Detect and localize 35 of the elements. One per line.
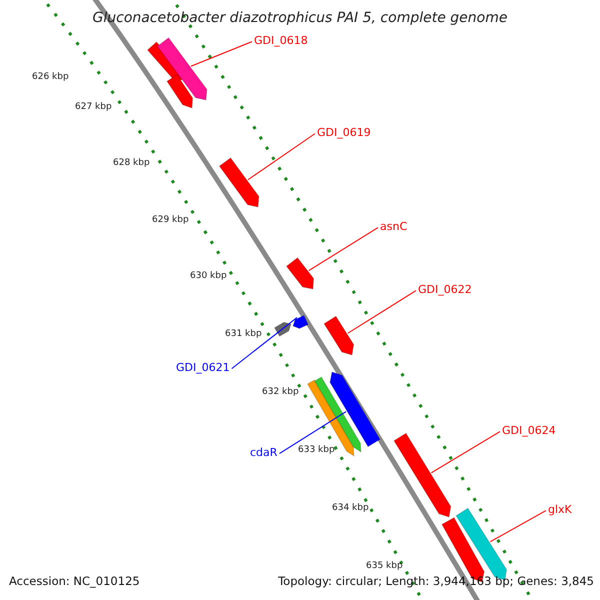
tick-label: 629 kbp <box>152 216 189 225</box>
tick-label: 633 kbp <box>298 446 335 455</box>
gene-label: glxK <box>548 504 572 515</box>
tick-label: 630 kbp <box>190 272 227 281</box>
gene-label: GDI_0621 <box>176 362 230 373</box>
leader-line <box>190 41 252 67</box>
leader-line <box>347 290 416 334</box>
leader-line <box>490 510 546 542</box>
tick-label: 635 kbp <box>366 562 403 571</box>
title: Gluconacetobacter diazotrophicus PAI 5, complete genome <box>92 11 508 25</box>
gene-block <box>292 314 309 330</box>
tick-label: 631 kbp <box>225 330 262 339</box>
gene-label: GDI_0618 <box>254 35 308 46</box>
gene-label: cdaR <box>250 447 278 458</box>
leader-line <box>308 227 378 272</box>
gene-block <box>393 432 452 518</box>
leader-line <box>430 431 500 474</box>
gene-block <box>218 157 260 208</box>
gene-block <box>323 316 354 356</box>
leader-line <box>247 133 316 180</box>
leader-line <box>278 411 347 454</box>
tick-label: 632 kbp <box>262 388 299 397</box>
gene-label: GDI_0619 <box>317 127 371 138</box>
tick-label: 634 kbp <box>332 504 369 513</box>
gene-label: GDI_0622 <box>418 284 472 295</box>
tick-label: 627 kbp <box>75 103 112 112</box>
gene-block <box>156 37 208 101</box>
leader-line <box>231 317 298 370</box>
gene-block <box>286 257 314 290</box>
accession-text: Accession: NC_010125 <box>9 576 140 588</box>
gene-label: GDI_0624 <box>502 425 556 436</box>
genome-summary-text: Topology: circular; Length: 3,944,163 bp; Genes: 3,845 <box>278 576 594 588</box>
gene-label: asnC <box>380 221 408 232</box>
tick-label: 626 kbp <box>32 73 69 82</box>
tick-label: 628 kbp <box>113 159 150 168</box>
